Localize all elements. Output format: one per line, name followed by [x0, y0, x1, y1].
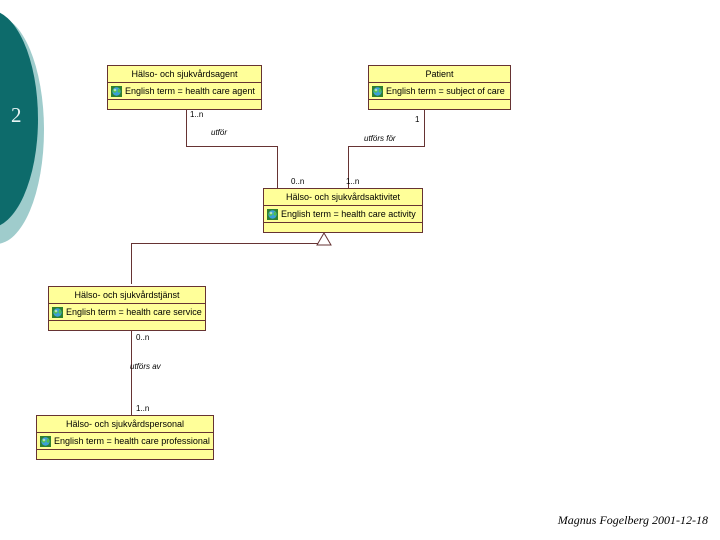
class-attribute-agent-text: English term = health care agent	[125, 86, 255, 96]
footer-credit: Magnus Fogelberg 2001-12-18	[557, 513, 708, 527]
page-number: 2	[11, 103, 22, 127]
connector-service-professional	[131, 331, 132, 415]
class-name-activity: Hälso- och sjukvårdsaktivitet	[264, 189, 422, 206]
class-attribute-professional-text: English term = health care professional	[54, 436, 210, 446]
class-attribute-professional: English term = health care professional	[37, 433, 213, 450]
class-box-agent[interactable]: Hälso- och sjukvårdsagent English term =…	[107, 65, 262, 110]
globe-icon	[52, 306, 63, 318]
association-label-utfors-for: utförs för	[364, 134, 396, 143]
multiplicity-patient-source: 1	[415, 115, 420, 124]
multiplicity-service-performed-by-target: 1..n	[136, 404, 150, 413]
class-box-service[interactable]: Hälso- och sjukvårdstjänst English term …	[48, 286, 206, 331]
multiplicity-agent-performs-source: 1..n	[190, 110, 204, 119]
globe-icon	[267, 208, 278, 220]
globe-icon	[111, 85, 122, 97]
multiplicity-agent-performs-target: 0..n	[291, 177, 305, 186]
class-operations-agent	[108, 100, 261, 116]
class-operations-service	[49, 321, 205, 337]
class-name-agent: Hälso- och sjukvårdsagent	[108, 66, 261, 83]
class-name-professional: Hälso- och sjukvårdspersonal	[37, 416, 213, 433]
connector-agent-activity-segment-3	[277, 146, 278, 188]
class-box-activity[interactable]: Hälso- och sjukvårdsaktivitet English te…	[263, 188, 423, 233]
class-operations-patient	[369, 100, 510, 116]
class-attribute-activity: English term = health care activity	[264, 206, 422, 223]
association-label-utfors-av: utförs av	[130, 362, 161, 371]
class-name-patient: Patient	[369, 66, 510, 83]
association-label-utfor: utför	[211, 128, 228, 137]
generalization-triangle-icon	[316, 232, 332, 246]
connector-agent-activity-segment-2	[186, 146, 278, 147]
class-operations-professional	[37, 450, 213, 466]
class-box-patient[interactable]: Patient English term = subject of care	[368, 65, 511, 110]
connector-agent-activity-segment-1	[186, 110, 187, 146]
class-attribute-activity-text: English term = health care activity	[281, 209, 416, 219]
connector-patient-activity-segment-1	[424, 110, 425, 146]
class-attribute-patient: English term = subject of care	[369, 83, 510, 100]
connector-patient-activity-segment-2	[348, 146, 425, 147]
class-attribute-service: English term = health care service	[49, 304, 205, 321]
connector-generalization-segment-2	[131, 243, 324, 244]
globe-icon	[40, 435, 51, 447]
class-attribute-patient-text: English term = subject of care	[386, 86, 505, 96]
class-name-service: Hälso- och sjukvårdstjänst	[49, 287, 205, 304]
class-attribute-agent: English term = health care agent	[108, 83, 261, 100]
connector-patient-activity-segment-3	[348, 146, 349, 188]
multiplicity-patient-target: 1..n	[346, 177, 360, 186]
class-operations-activity	[264, 223, 422, 239]
connector-generalization-segment-1	[131, 243, 132, 284]
class-attribute-service-text: English term = health care service	[66, 307, 202, 317]
class-box-professional[interactable]: Hälso- och sjukvårdspersonal English ter…	[36, 415, 214, 460]
globe-icon	[372, 85, 383, 97]
multiplicity-service-performed-by-source: 0..n	[136, 333, 150, 342]
